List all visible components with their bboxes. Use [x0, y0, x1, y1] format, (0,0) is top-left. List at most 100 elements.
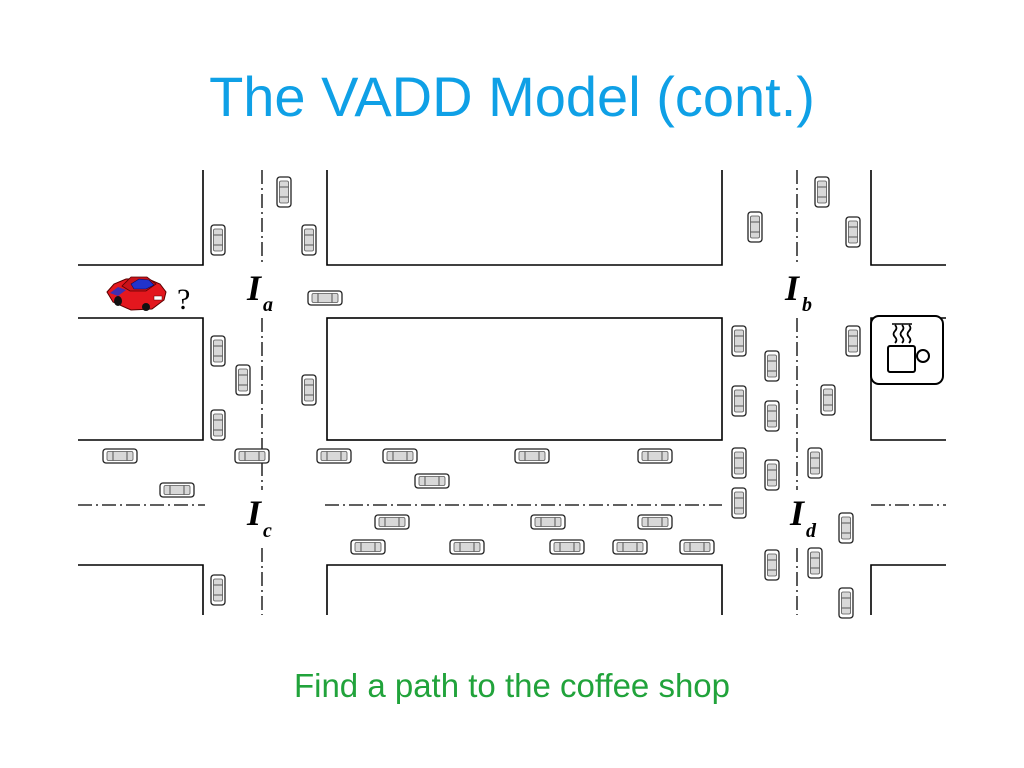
vehicle-cabin	[304, 378, 314, 402]
vehicle-icon	[159, 482, 195, 498]
vehicle-icon	[210, 335, 226, 367]
vehicle-icon	[731, 325, 747, 357]
vehicle-icon	[845, 216, 861, 248]
question-mark: ?	[177, 283, 190, 316]
vehicle-icon	[838, 512, 854, 544]
vehicle-icon	[514, 448, 550, 464]
vehicle-cabin	[750, 215, 760, 239]
traffic-vehicles	[102, 176, 861, 619]
intersection-subscript: a	[263, 294, 273, 316]
vehicle-cabin	[553, 542, 581, 552]
vehicle-cabin	[213, 578, 223, 602]
vehicle-cabin	[810, 451, 820, 475]
intersection-label-b: I b	[784, 268, 812, 316]
intersection-letter: I	[789, 493, 806, 533]
vehicle-icon	[679, 539, 715, 555]
vehicle-cabin	[810, 551, 820, 575]
vehicle-icon	[807, 547, 823, 579]
slide-caption: Find a path to the coffee shop	[293, 667, 731, 704]
vehicle-cabin	[734, 491, 744, 515]
vehicle-cabin	[734, 329, 744, 353]
vehicle-cabin	[848, 329, 858, 353]
vehicle-cabin	[304, 228, 314, 252]
vehicle-icon	[838, 587, 854, 619]
vehicle-cabin	[841, 591, 851, 615]
vehicle-cabin	[534, 517, 562, 527]
vehicle-icon	[814, 176, 830, 208]
vehicle-icon	[731, 385, 747, 417]
vehicle-icon	[549, 539, 585, 555]
vehicle-icon	[210, 224, 226, 256]
city-block-center	[326, 317, 723, 441]
vehicle-icon	[731, 487, 747, 519]
vehicle-icon	[210, 409, 226, 441]
vehicle-cabin	[213, 339, 223, 363]
vehicle-icon	[747, 211, 763, 243]
intersection-letter: I	[784, 268, 801, 308]
vehicle-cabin	[767, 354, 777, 378]
city-blocks	[78, 170, 946, 615]
city-block-bottom-center	[326, 564, 723, 615]
vehicle-icon	[235, 364, 251, 396]
vehicle-cabin	[518, 451, 546, 461]
vehicle-cabin	[418, 476, 446, 486]
coffee-shop-icon	[870, 315, 944, 385]
vehicle-icon	[414, 473, 450, 489]
vehicle-icon	[210, 574, 226, 606]
city-block-bottom-right	[870, 564, 946, 615]
vehicle-cabin	[320, 451, 348, 461]
city-block-top-right	[870, 170, 946, 266]
vehicle-cabin	[641, 451, 669, 461]
city-block-top-left	[78, 170, 204, 266]
slide-title: The VADD Model (cont.)	[209, 65, 815, 128]
vehicle-icon	[845, 325, 861, 357]
intersection-letter: I	[246, 493, 263, 533]
vehicle-icon	[637, 448, 673, 464]
intersection-letter: I	[246, 268, 263, 308]
intersection-label-c: I c	[246, 493, 272, 542]
vehicle-icon	[764, 350, 780, 382]
vehicle-icon	[530, 514, 566, 530]
vehicle-cabin	[823, 388, 833, 412]
vehicle-cabin	[817, 180, 827, 204]
vehicle-icon	[307, 290, 343, 306]
vehicle-icon	[807, 447, 823, 479]
vehicle-icon	[764, 459, 780, 491]
vehicle-cabin	[734, 451, 744, 475]
red-car-icon	[106, 276, 167, 311]
vehicle-icon	[612, 539, 648, 555]
city-block-top-center	[326, 170, 723, 266]
vehicle-cabin	[279, 180, 289, 204]
vehicle-icon	[350, 539, 386, 555]
vehicle-icon	[301, 374, 317, 406]
vehicle-cabin	[378, 517, 406, 527]
vehicle-icon	[316, 448, 352, 464]
vehicle-icon	[820, 384, 836, 416]
vehicle-icon	[276, 176, 292, 208]
vehicle-cabin	[683, 542, 711, 552]
intersection-label-d: I d	[789, 493, 817, 542]
vehicle-cabin	[734, 389, 744, 413]
intersection-subscript: c	[263, 520, 272, 542]
vehicle-cabin	[238, 451, 266, 461]
vehicle-cabin	[616, 542, 644, 552]
intersection-subscript: d	[806, 520, 817, 542]
vehicle-icon	[764, 400, 780, 432]
vehicle-icon	[102, 448, 138, 464]
vehicle-cabin	[767, 553, 777, 577]
vehicle-icon	[301, 224, 317, 256]
vehicle-cabin	[453, 542, 481, 552]
vehicle-cabin	[163, 485, 191, 495]
vehicle-icon	[731, 447, 747, 479]
vehicle-cabin	[848, 220, 858, 244]
lane-dividers	[78, 170, 946, 615]
vehicle-cabin	[841, 516, 851, 540]
vehicle-icon	[382, 448, 418, 464]
vehicle-cabin	[106, 451, 134, 461]
vehicle-icon	[374, 514, 410, 530]
vehicle-icon	[764, 549, 780, 581]
vehicle-icon	[234, 448, 270, 464]
vehicle-cabin	[767, 404, 777, 428]
vehicle-icon	[637, 514, 673, 530]
